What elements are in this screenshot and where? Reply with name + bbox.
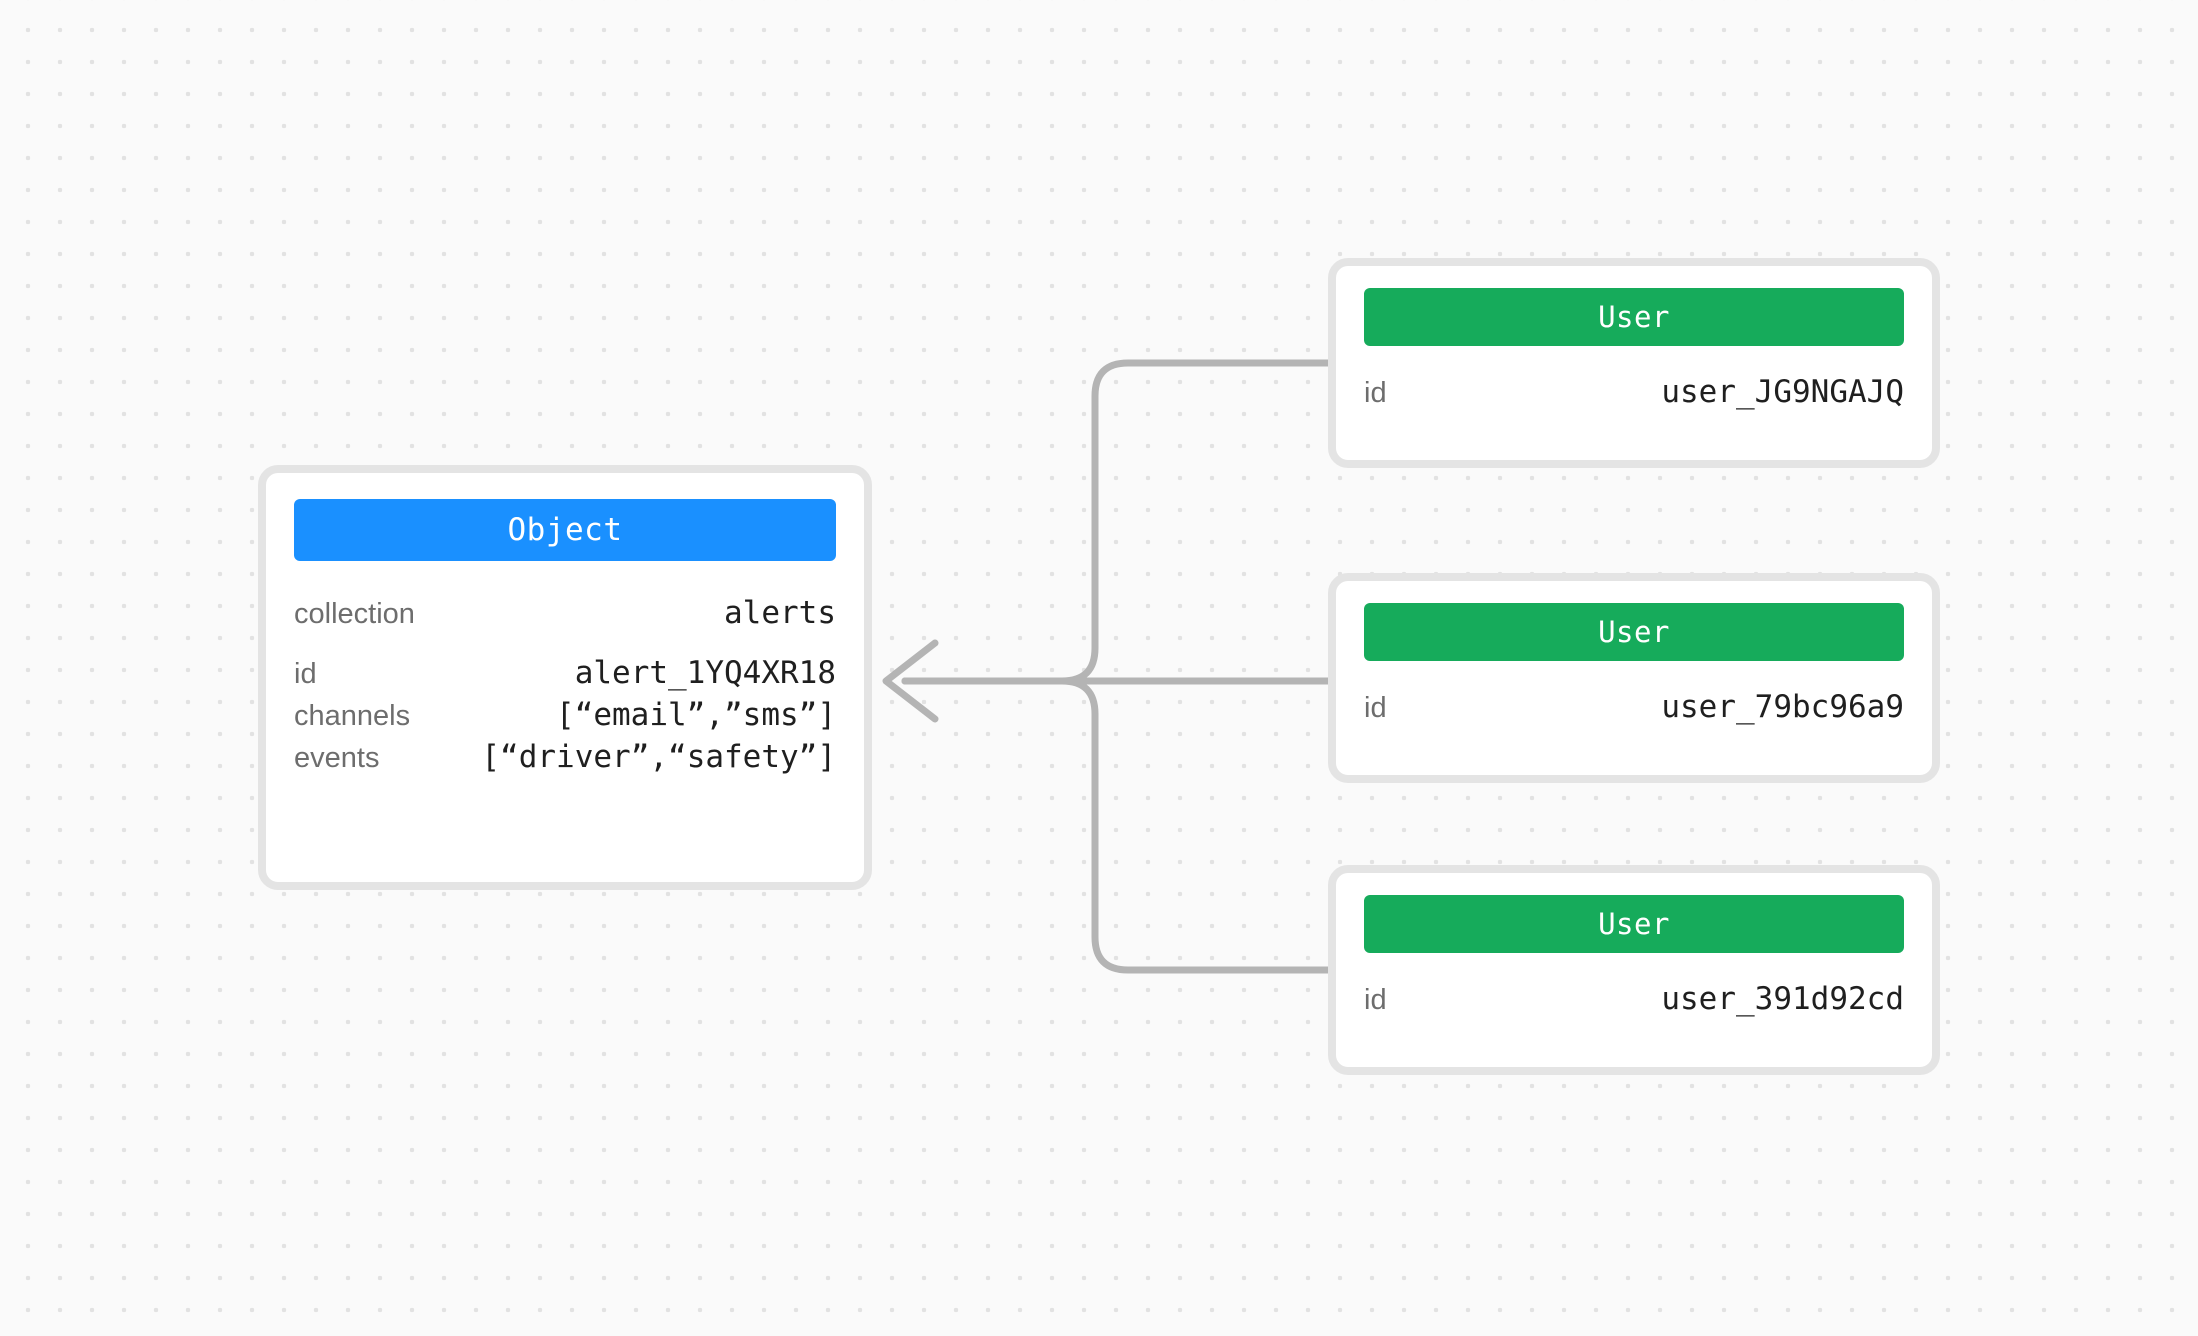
field-value: alerts — [724, 595, 836, 631]
field-value: alert_1YQ4XR18 — [574, 655, 836, 691]
field-row-collection: collection alerts — [294, 595, 836, 631]
field-label: id — [1364, 984, 1387, 1016]
user-node-1[interactable]: User id user_79bc96a9 — [1328, 573, 1940, 783]
user-node-type-badge: User — [1364, 288, 1904, 346]
user-node-0[interactable]: User id user_JG9NGAJQ — [1328, 258, 1940, 468]
field-label: events — [294, 742, 380, 774]
object-node-type-badge: Object — [294, 499, 836, 561]
field-value: user_391d92cd — [1661, 981, 1904, 1017]
object-node-fields: collection alerts id alert_1YQ4XR18 chan… — [266, 561, 864, 775]
user-node-fields: id user_391d92cd — [1336, 953, 1932, 1017]
field-row-id: id user_79bc96a9 — [1364, 689, 1904, 725]
connector-user-2 — [901, 677, 1332, 974]
field-row-id: id user_391d92cd — [1364, 981, 1904, 1017]
field-row-id: id user_JG9NGAJQ — [1364, 374, 1904, 410]
field-row-events: events [“driver”,“safety”] — [294, 739, 836, 775]
field-label: id — [1364, 377, 1387, 409]
field-label: channels — [294, 700, 411, 732]
user-node-fields: id user_JG9NGAJQ — [1336, 346, 1932, 410]
user-node-2[interactable]: User id user_391d92cd — [1328, 865, 1940, 1075]
user-node-type-badge: User — [1364, 603, 1904, 661]
object-node[interactable]: Object collection alerts id alert_1YQ4XR… — [258, 465, 872, 890]
field-value: user_79bc96a9 — [1661, 689, 1904, 725]
field-row-channels: channels [“email”,”sms”] — [294, 697, 836, 733]
field-value: user_JG9NGAJQ — [1661, 374, 1904, 410]
field-label: collection — [294, 598, 415, 630]
connector-user-0 — [901, 359, 1332, 685]
field-row-id: id alert_1YQ4XR18 — [294, 655, 836, 691]
field-value: [“email”,”sms”] — [556, 697, 836, 733]
user-node-fields: id user_79bc96a9 — [1336, 661, 1932, 725]
field-label: id — [294, 658, 317, 690]
field-value: [“driver”,“safety”] — [481, 739, 836, 775]
user-node-type-badge: User — [1364, 895, 1904, 953]
field-label: id — [1364, 692, 1387, 724]
arrowhead-icon — [882, 639, 939, 723]
